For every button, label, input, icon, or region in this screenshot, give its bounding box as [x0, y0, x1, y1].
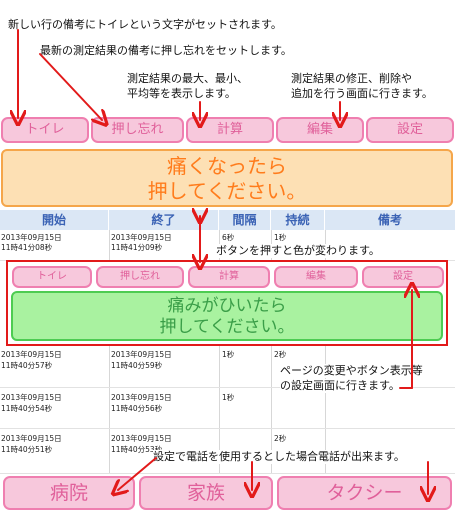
column-divider	[325, 230, 326, 474]
row-end-date: 2013年09月15日	[111, 434, 172, 443]
annotation-color-change: ボタンを押すと色が変わります。	[216, 244, 380, 258]
pain-end-line1: 痛みがひいたら	[167, 296, 287, 316]
header-end: 終了	[109, 210, 219, 230]
taxi-button[interactable]: タクシー	[277, 476, 452, 510]
row-interval: 1秒	[222, 393, 235, 402]
overlay-settings-button[interactable]: 設定	[362, 266, 444, 288]
settings-button[interactable]: 設定	[366, 117, 454, 143]
annotation-calc-line2: 平均等を表示します。	[127, 87, 236, 101]
row-duration: 2秒	[274, 434, 287, 443]
row-interval: 6秒	[222, 233, 235, 242]
row-duration: 1秒	[274, 233, 287, 242]
row-start-time: 11時41分08秒	[1, 243, 53, 252]
pain-start-line2: 押してください。	[147, 179, 307, 203]
pain-end-line2: 押してください。	[159, 317, 295, 337]
header-duration: 持続	[271, 210, 325, 230]
row-interval: 1秒	[222, 350, 235, 359]
row-end-time: 11時40分53秒	[111, 445, 163, 454]
arrow-to-forgot-button	[39, 53, 102, 120]
overlay-edit-button[interactable]: 編集	[274, 266, 358, 288]
overlay-forgot-button[interactable]: 押し忘れ	[96, 266, 184, 288]
overlay-toilet-button[interactable]: トイレ	[12, 266, 92, 288]
calc-button[interactable]: 計算	[186, 117, 274, 143]
pain-end-button[interactable]: 痛みがひいたら 押してください。	[11, 291, 443, 341]
annotation-edit-line2: 追加を行う画面に行きます。	[291, 87, 433, 101]
toilet-button[interactable]: トイレ	[1, 117, 89, 143]
row-end-date: 2013年09月15日	[111, 233, 172, 242]
row-start-time: 11時40分51秒	[1, 445, 53, 454]
annotation-edit-line1: 測定結果の修正、削除や	[291, 72, 412, 86]
annotation-phone: 設定で電話を使用するとした場合電話が出来ます。	[153, 450, 405, 464]
edit-button[interactable]: 編集	[276, 117, 364, 143]
row-start-time: 11時40分54秒	[1, 404, 53, 413]
row-end-date: 2013年09月15日	[111, 393, 172, 402]
annotation-settings-line1: ページの変更やボタン表示等	[280, 364, 423, 378]
row-end-time: 11時40分59秒	[111, 361, 163, 370]
column-divider	[219, 230, 220, 474]
row-start-date: 2013年09月15日	[1, 434, 62, 443]
row-duration: 2秒	[274, 350, 287, 359]
column-divider	[109, 230, 110, 474]
table-row[interactable]	[0, 388, 455, 429]
row-end-date: 2013年09月15日	[111, 350, 172, 359]
table-row[interactable]	[0, 429, 455, 474]
table-row[interactable]	[0, 345, 455, 388]
overlay-calc-button[interactable]: 計算	[188, 266, 270, 288]
annotation-forgot-button: 最新の測定結果の備考に押し忘れをセットします。	[40, 44, 292, 58]
row-start-date: 2013年09月15日	[1, 393, 62, 402]
hospital-button[interactable]: 病院	[3, 476, 135, 510]
annotation-toilet-button: 新しい行の備考にトイレという文字がセットされます。	[8, 18, 282, 32]
annotation-calc-line1: 測定結果の最大、最小、	[127, 72, 248, 86]
header-notes: 備考	[377, 213, 402, 227]
pain-start-line1: 痛くなったら	[167, 154, 287, 178]
column-divider	[271, 230, 272, 474]
row-end-time: 11時40分56秒	[111, 404, 163, 413]
row-start-date: 2013年09月15日	[1, 350, 62, 359]
header-interval: 間隔	[219, 210, 271, 230]
header-start: 開始	[0, 210, 109, 230]
row-end-time: 11時41分09秒	[111, 243, 163, 252]
forgot-button[interactable]: 押し忘れ	[91, 117, 184, 143]
row-start-time: 11時40分57秒	[1, 361, 53, 370]
family-button[interactable]: 家族	[139, 476, 273, 510]
table-header: 開始 終了 間隔 持続 備考	[0, 210, 455, 230]
pain-start-button[interactable]: 痛くなったら 押してください。	[1, 149, 453, 207]
annotation-settings-line2: の設定画面に行きます。	[280, 379, 400, 393]
row-start-date: 2013年09月15日	[1, 233, 62, 242]
